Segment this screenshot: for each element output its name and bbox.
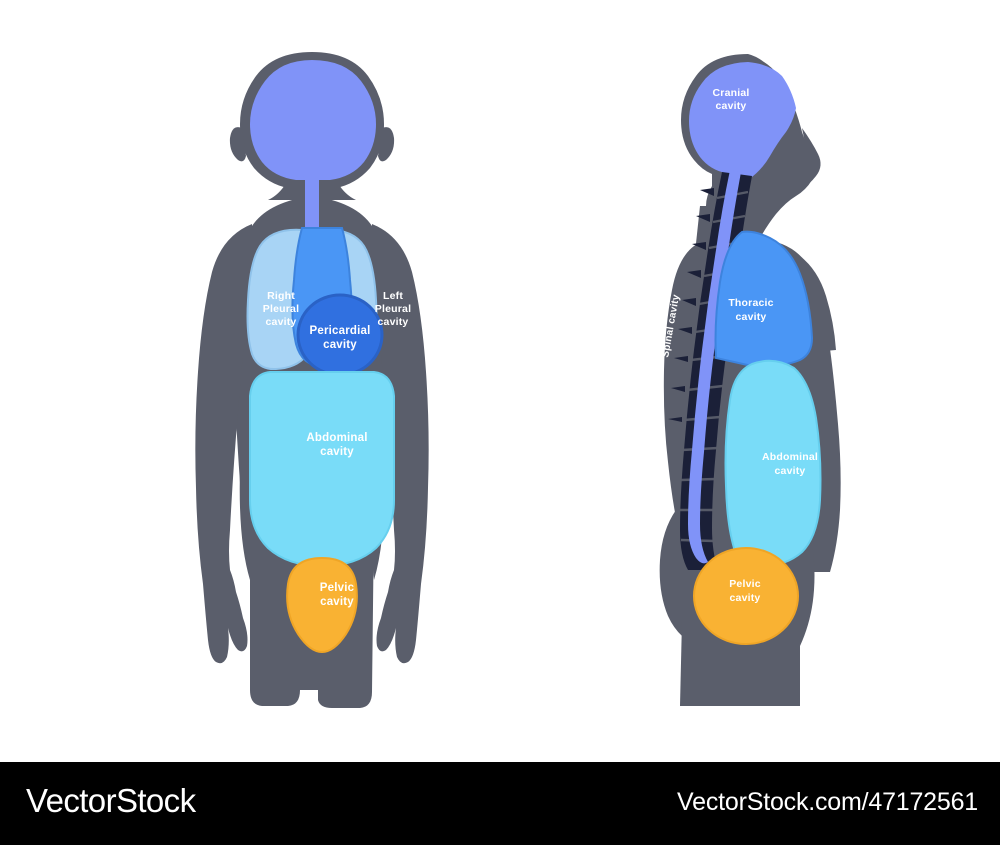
anterior-brainstem-flare [288, 162, 336, 180]
label-line: Cranial [713, 87, 750, 99]
vectorstock-wordmark: VectorStock [26, 782, 196, 819]
label-line: cavity [320, 446, 354, 458]
anterior-label-abdominal: Abdominal cavity [306, 432, 367, 458]
label-line: cavity [730, 592, 761, 604]
lateral-abdominal-cavity [724, 359, 822, 568]
vectorstock-url: VectorStock.com/47172561 [677, 788, 978, 816]
label-line: cavity [320, 596, 354, 608]
label-line: Pelvic [320, 582, 355, 594]
anterior-label-pelvic: Pelvic cavity [320, 582, 355, 608]
label-line: Left [383, 290, 403, 302]
label-line: Abdominal [762, 451, 818, 463]
label-line: Abdominal [306, 432, 367, 444]
label-line: Thoracic [728, 297, 773, 309]
label-line: cavity [716, 100, 747, 112]
label-line: cavity [775, 465, 806, 477]
watermark-footer-bar [0, 762, 1000, 845]
label-line: Pericardial [309, 325, 370, 337]
lateral-label-pelvic: Pelvic cavity [729, 578, 761, 604]
label-line: Pelvic [729, 578, 761, 590]
label-line: cavity [266, 316, 297, 328]
label-line: cavity [736, 311, 767, 323]
anterior-label-left-pleural: Left Pleural cavity [375, 290, 411, 328]
anterior-label-pericardial: Pericardial cavity [309, 325, 370, 351]
label-line: Right [267, 290, 295, 302]
lateral-label-abdominal: Abdominal cavity [762, 451, 818, 477]
anterior-view-figure: Right Pleural cavity Left Pleural cavity… [195, 52, 429, 708]
lateral-label-cranial: Cranial cavity [713, 87, 750, 112]
body-cavities-illustration: Right Pleural cavity Left Pleural cavity… [195, 52, 841, 708]
lateral-cranial-cavity [689, 62, 796, 187]
anterior-pelvic-cavity [286, 556, 358, 654]
lateral-thoracic-cavity [714, 230, 814, 368]
lateral-spinal-cavity [688, 170, 741, 564]
lateral-pelvic-cavity [693, 547, 799, 645]
label-line: cavity [378, 316, 409, 328]
anterior-spinal-cord [305, 170, 319, 232]
label-line: Pleural [263, 303, 299, 315]
lateral-label-thoracic: Thoracic cavity [728, 297, 773, 323]
anterior-cranial-cavity [250, 60, 376, 180]
anterior-label-right-pleural: Right Pleural cavity [263, 290, 299, 328]
label-line: cavity [323, 339, 357, 351]
label-line: Pleural [375, 303, 411, 315]
anterior-abdominal-cavity [249, 371, 395, 568]
lateral-view-figure: Cranial cavity Spinal cavity Thoracic ca… [659, 54, 841, 706]
